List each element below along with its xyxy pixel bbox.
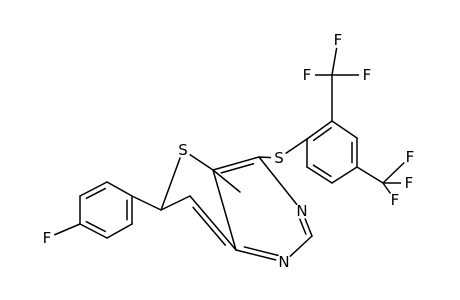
bond-A1-A2-inner [312, 127, 332, 142]
bond-N1-C8-inner [243, 246, 279, 257]
bond-R1-C6 [131, 195, 162, 211]
bond-A5-A6-inner [312, 164, 332, 178]
atom-label-bg [330, 32, 346, 48]
bond-R3-R4 [79, 223, 108, 239]
bond-C4-N3 [258, 156, 303, 212]
bond-R5-R6 [79, 181, 108, 197]
atom-label-f-a1: F [334, 31, 343, 49]
atom-label-bg [294, 203, 310, 219]
atom-label-n-1: N [296, 202, 307, 220]
atom-label-f-a3: F [363, 66, 372, 84]
atom-label-f-a2: F [303, 66, 312, 84]
bond-C7a-C4 [212, 156, 260, 171]
atom-label-s-thio: S [274, 149, 284, 167]
bond-A5-A6 [306, 166, 333, 184]
bond-C7-C8-inner [192, 206, 227, 246]
atom-label-bg [39, 230, 55, 246]
bond-R2-R3 [106, 223, 133, 239]
bond-R5-R6-inner [85, 187, 107, 200]
bond-C7a-C3a [212, 169, 241, 193]
bond-A1-A2 [306, 120, 333, 140]
bond-A4-CFb [356, 166, 384, 184]
atom-label-s-ring: S [178, 141, 188, 159]
atom-label-bg [359, 67, 375, 83]
atom-label-bg [299, 67, 315, 83]
bond-C7a-C4-inner [220, 163, 255, 174]
bond-lines [46, 39, 411, 263]
atom-label-bg [276, 254, 292, 270]
atom-label-bg [402, 149, 418, 165]
bond-R6-R1 [106, 181, 133, 197]
bond-R3-R4-inner [85, 220, 107, 233]
atom-label-bg [401, 175, 417, 191]
atom-label-bg [175, 142, 191, 158]
bond-N3-C2-inner [298, 215, 307, 235]
bond-C7-C8 [189, 195, 237, 251]
atom-label-f-b2: F [405, 174, 414, 192]
bond-C6-Sr [160, 149, 184, 211]
bond-C6-C7 [160, 195, 191, 211]
bond-C8-C7a [212, 169, 237, 251]
atom-label-bg [387, 192, 403, 208]
bond-N1-C8 [235, 249, 285, 263]
bond-A4-A5 [331, 166, 358, 184]
atom-label-f-b1: F [406, 148, 415, 166]
bond-A2-A3 [331, 120, 358, 139]
atom-label-f-b3: F [391, 191, 400, 209]
atom-label-f-para: F [43, 229, 52, 247]
atom-label-n-2: N [278, 253, 289, 271]
atom-label-bg [271, 150, 287, 166]
